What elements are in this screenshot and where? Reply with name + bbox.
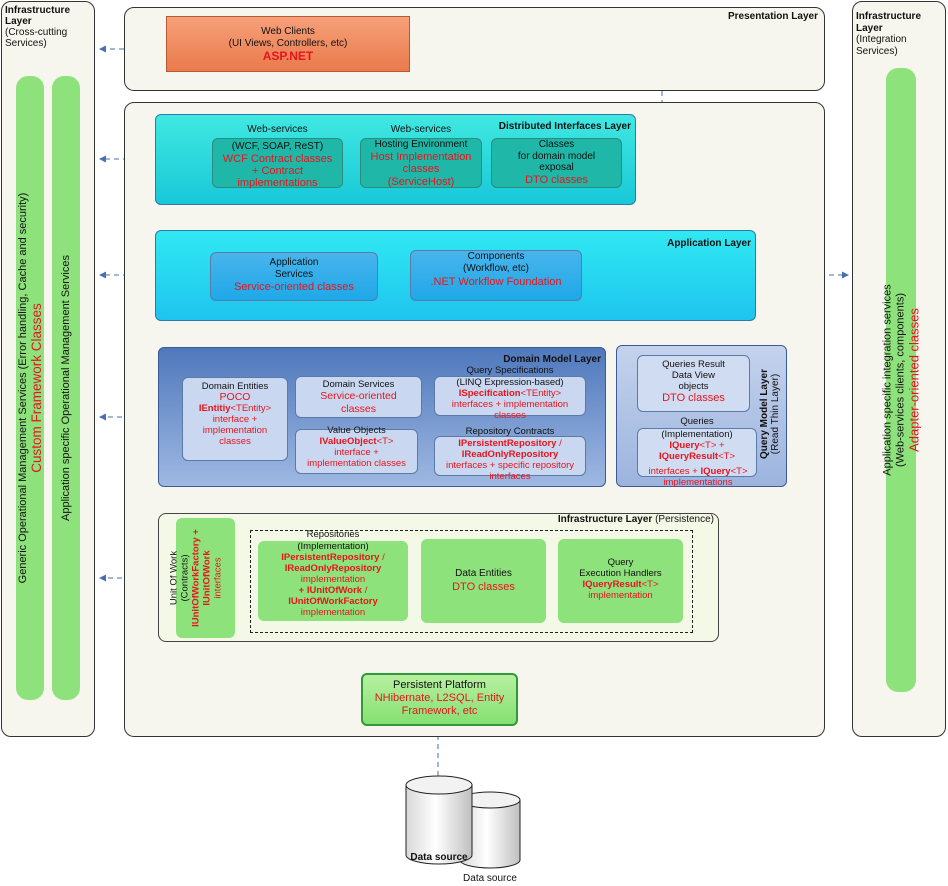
data-source-cylinder-front	[405, 775, 473, 865]
persistence-dashed-group	[250, 530, 693, 633]
queries-box-tail: interfaces + IQuery<T> implementations	[648, 466, 748, 488]
right-layer-title: Infrastructure Layer	[856, 11, 922, 34]
domain-services-box: Domain Services Service-oriented classes	[295, 376, 422, 418]
repository-contracts-box: Repository Contracts IPersistentReposito…	[434, 426, 586, 482]
queries-box: Queries (Implementation) IQuery<T> + IQu…	[637, 416, 757, 477]
web-services-box: Web-services	[247, 124, 308, 135]
right-layer-subtitle: (Integration Services)	[856, 34, 907, 57]
left-infrastructure-layer: Infrastructure Layer (Cross-cutting Serv…	[1, 1, 95, 737]
distributed-layer-title: Distributed Interfaces Layer	[498, 121, 631, 132]
generic-services-bar	[16, 76, 44, 700]
repositories-box: Repositories (Implementation) IPersisten…	[258, 529, 408, 621]
data-source-label-back: Data source	[463, 873, 517, 884]
dto-exposal-box: Classes for domain model exposal DTO cla…	[491, 138, 622, 188]
components-box: Components (Workflow, etc) .NET Workflow…	[410, 250, 582, 301]
right-infrastructure-layer: Infrastructure Layer (Integration Servic…	[852, 1, 946, 737]
domain-entities-box: Domain Entities POCO IEntitiy<TEntity> i…	[182, 377, 288, 461]
hosting-environment-box: Hosting Environment Host Implementation …	[360, 138, 482, 188]
hosting-label: Web-services	[390, 124, 452, 135]
persistent-platform-box: Persistent Platform NHibernate, L2SQL, E…	[361, 673, 518, 726]
left-layer-title: Infrastructure Layer	[5, 5, 71, 27]
query-handlers-box: Query Execution Handlers IQueryResult<T>…	[558, 539, 683, 623]
value-objects-box: Value Objects IValueObject<T> interface …	[295, 425, 418, 474]
query-specifications-box: Query Specifications (LINQ Expression-ba…	[434, 365, 586, 421]
web-clients-box: Web Clients (UI Views, Controllers, etc)…	[166, 16, 410, 72]
presentation-layer-title: Presentation Layer	[727, 11, 818, 22]
domain-layer-title: Domain Model Layer	[503, 354, 601, 365]
data-entities-box: Data Entities DTO classes	[421, 539, 546, 623]
application-services-box: Application Services Service-oriented cl…	[210, 252, 378, 301]
application-layer-title: Application Layer	[667, 238, 751, 249]
web-services-inner-box: (WCF, SOAP, ReST) WCF Contract classes +…	[212, 138, 343, 189]
app-specific-services-bar	[52, 76, 80, 700]
unit-of-work-box	[176, 518, 235, 638]
data-source-cylinder-back	[459, 791, 521, 869]
integration-services-bar	[886, 68, 916, 692]
persistence-layer-title: Infrastructure Layer (Persistence)	[557, 514, 714, 525]
left-layer-subtitle: (Cross-cutting Services)	[5, 27, 68, 49]
data-source-label-front: Data source	[410, 852, 468, 863]
query-results-box: Queries Result Data View objects DTO cla…	[637, 355, 750, 412]
